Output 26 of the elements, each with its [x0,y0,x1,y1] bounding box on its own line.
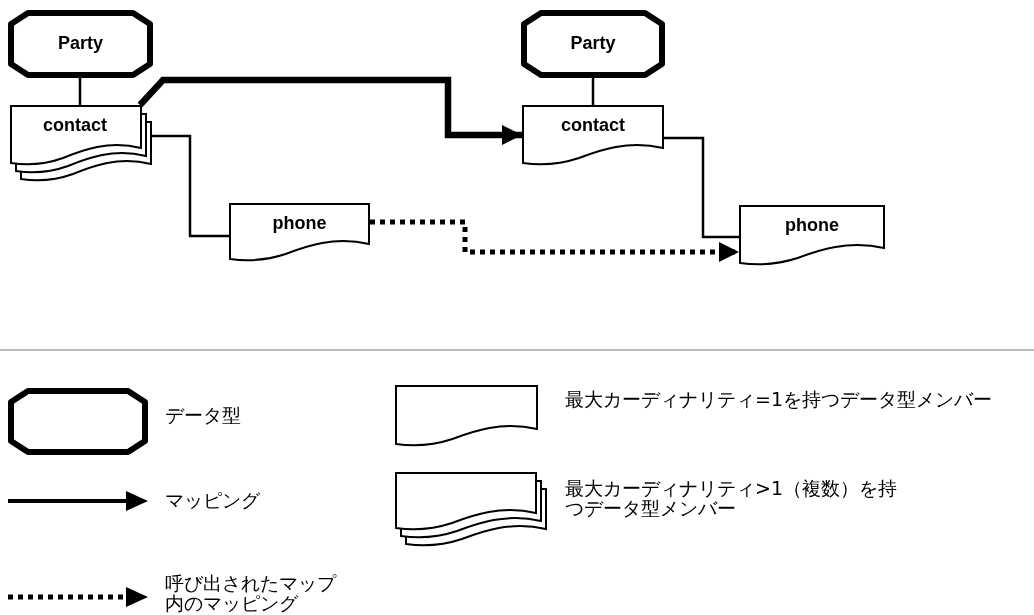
node-label: Party [58,33,104,54]
mapping-arrow [137,76,522,145]
node-label: phone [785,215,839,236]
data-member-box [229,203,370,261]
legend-text: 最大カーディナリティ=1を持つデータ型メンバー [565,389,993,409]
node-label: Party [570,33,616,54]
connector-line [664,136,739,239]
node-label: contact [43,115,107,136]
data-member-box [395,385,538,446]
connector-line [591,78,595,105]
legend-text: マッピング [165,490,261,510]
data-type-box [8,388,148,455]
data-member-box [522,105,664,165]
legend-text: データ型 [165,405,242,425]
legend-text: 呼び出されたマップ内のマッピング [165,573,338,613]
mapping-arrow [370,219,739,262]
connector-line [78,78,82,105]
node-label: phone [272,213,327,234]
legend-text: 最大カーディナリティ>1（複数）を持つデータ型メンバー [565,478,898,518]
data-type-box [8,10,153,78]
node-label: contact [561,115,625,136]
multi-member-box [395,472,547,546]
data-member-box [739,205,885,265]
data-type-box [521,10,665,78]
connector-line [152,134,229,238]
multi-member-box [10,105,152,181]
